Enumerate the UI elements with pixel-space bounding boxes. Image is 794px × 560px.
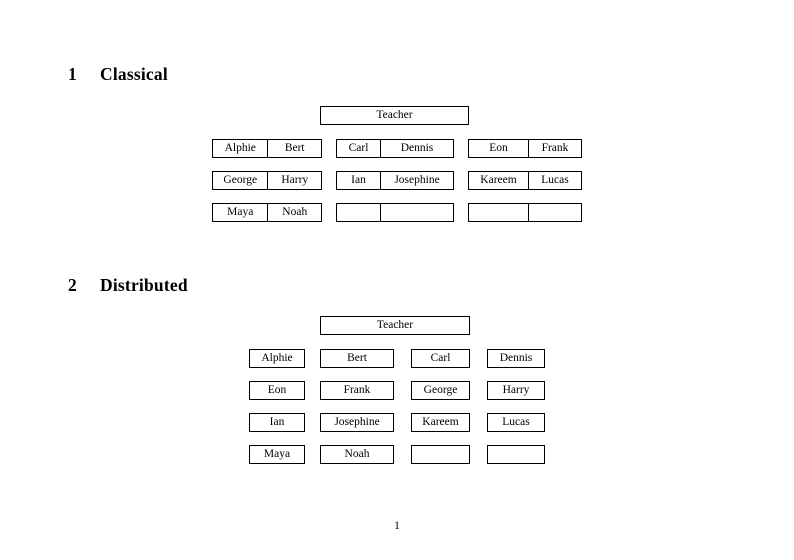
student-cell: Ian xyxy=(337,172,381,189)
student-cell: Carl xyxy=(337,140,381,157)
student-cell: George xyxy=(213,172,269,189)
student-cell: Eon xyxy=(469,140,529,157)
section-heading-classical: 1 Classical xyxy=(68,64,168,84)
student-row: Carl Dennis xyxy=(336,139,454,158)
student-row: Alphie Bert xyxy=(212,139,322,158)
student-box: Harry xyxy=(487,381,545,400)
student-box xyxy=(487,445,545,464)
student-box: Carl xyxy=(411,349,470,368)
student-box: Dennis xyxy=(487,349,545,368)
student-row: Eon Frank xyxy=(468,139,582,158)
student-cell xyxy=(337,204,381,221)
student-box: Bert xyxy=(320,349,394,368)
student-row xyxy=(468,203,582,222)
section-number: 2 xyxy=(68,275,77,295)
student-cell xyxy=(469,204,529,221)
student-box: Josephine xyxy=(320,413,394,432)
student-box: Ian xyxy=(249,413,305,432)
student-cell xyxy=(381,204,453,221)
student-box: Noah xyxy=(320,445,394,464)
student-cell: Frank xyxy=(541,141,569,154)
student-box: Eon xyxy=(249,381,305,400)
student-box xyxy=(411,445,470,464)
student-cell xyxy=(529,204,581,221)
section-title: Distributed xyxy=(100,275,188,295)
student-row: Kareem Lucas xyxy=(468,171,582,190)
student-cell: Lucas xyxy=(541,173,569,186)
student-box: Kareem xyxy=(411,413,470,432)
student-box: George xyxy=(411,381,470,400)
student-box: Alphie xyxy=(249,349,305,368)
student-cell: Bert xyxy=(284,141,305,154)
student-row: George Harry xyxy=(212,171,322,190)
student-cell: Dennis xyxy=(400,141,434,154)
student-cell: Alphie xyxy=(213,140,269,157)
student-cell: Josephine xyxy=(394,173,440,186)
page-number: 1 xyxy=(394,520,400,532)
section-title: Classical xyxy=(100,64,168,84)
student-cell: Noah xyxy=(282,205,308,218)
student-row: Maya Noah xyxy=(212,203,322,222)
student-box: Lucas xyxy=(487,413,545,432)
teacher-box-distributed: Teacher xyxy=(320,316,470,335)
section-heading-distributed: 2 Distributed xyxy=(68,275,188,295)
student-cell: Maya xyxy=(213,204,269,221)
student-cell: Harry xyxy=(281,173,309,186)
section-number: 1 xyxy=(68,64,77,84)
student-row xyxy=(336,203,454,222)
student-cell: Kareem xyxy=(469,172,529,189)
teacher-box-classical: Teacher xyxy=(320,106,469,125)
student-box: Frank xyxy=(320,381,394,400)
student-row: Ian Josephine xyxy=(336,171,454,190)
student-box: Maya xyxy=(249,445,305,464)
